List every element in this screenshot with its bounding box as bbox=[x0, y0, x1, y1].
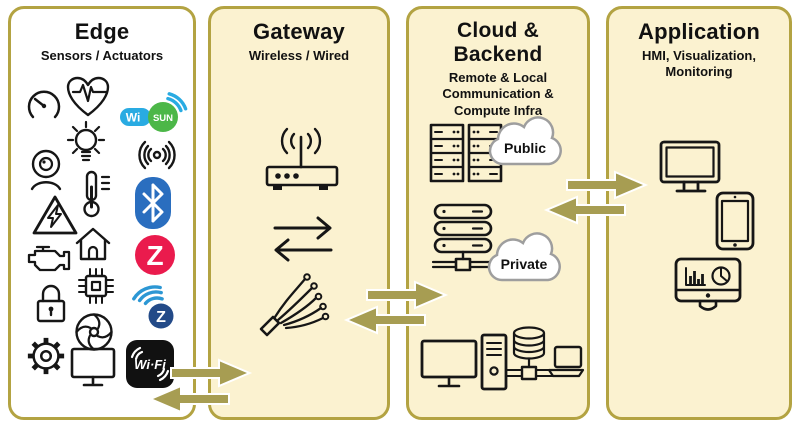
arrow-gateway-to-edge bbox=[147, 384, 230, 414]
application-subtitle: HMI, Visualization, Monitoring bbox=[642, 48, 756, 80]
gear-icon bbox=[25, 335, 67, 377]
public-cloud: Public bbox=[479, 113, 571, 177]
wireless-signal-icon bbox=[131, 137, 183, 173]
zwave-logo: Z bbox=[127, 285, 179, 333]
private-cloud: Private bbox=[477, 229, 571, 293]
webcam-icon bbox=[23, 145, 69, 193]
cloud-title: Cloud & Backend bbox=[453, 19, 543, 66]
edge-title: Edge bbox=[74, 19, 130, 44]
gauge-icon bbox=[25, 85, 63, 125]
wifi-text: Wi·Fi bbox=[134, 357, 166, 372]
arrow-gateway-to-cloud bbox=[366, 280, 449, 310]
application-title: Application bbox=[638, 19, 760, 44]
cloud-subtitle: Remote & Local Communication & Compute I… bbox=[442, 70, 554, 118]
chip-icon bbox=[75, 265, 117, 307]
wisun-wi-text: Wi bbox=[126, 111, 141, 125]
edge-subtitle: Sensors / Actuators bbox=[40, 48, 164, 63]
zigbee-letter-text: Z bbox=[146, 240, 163, 271]
public-cloud-label: Public bbox=[504, 140, 546, 156]
private-cloud-label: Private bbox=[501, 256, 548, 272]
router-icon bbox=[261, 125, 343, 195]
wisun-logo: Wi SUN bbox=[119, 89, 191, 135]
arrow-cloud-to-application bbox=[566, 170, 649, 200]
server-stack-icon bbox=[429, 201, 497, 281]
gateway-title: Gateway bbox=[253, 19, 345, 44]
column-edge: Edge Sensors / Actuators Wi SUN bbox=[8, 6, 196, 420]
bluetooth-logo bbox=[133, 175, 173, 231]
arrow-application-to-cloud bbox=[543, 195, 626, 225]
column-gateway: Gateway Wireless / Wired bbox=[208, 6, 390, 420]
bidirectional-arrows-icon bbox=[267, 213, 339, 265]
engine-icon bbox=[25, 241, 73, 279]
tablet-icon bbox=[713, 191, 757, 251]
electric-hazard-icon bbox=[31, 193, 79, 237]
column-application: Application HMI, Visualization, Monitori… bbox=[606, 6, 792, 420]
wisun-sun-text: SUN bbox=[153, 113, 173, 124]
zigbee-logo: Z bbox=[133, 233, 177, 277]
thermometer-icon bbox=[75, 169, 113, 219]
heart-pulse-icon bbox=[65, 75, 113, 119]
fiber-optic-icon bbox=[255, 267, 333, 341]
arrow-edge-to-gateway bbox=[170, 358, 253, 388]
lightbulb-icon bbox=[63, 119, 109, 169]
wifi-logo: Wi·Fi bbox=[125, 339, 175, 389]
gateway-subtitle: Wireless / Wired bbox=[248, 48, 350, 63]
display-icon bbox=[69, 345, 117, 391]
arrow-cloud-to-gateway bbox=[343, 305, 426, 335]
monitor-icon bbox=[659, 139, 723, 203]
zwave-letter-text: Z bbox=[156, 309, 166, 326]
lock-icon bbox=[31, 281, 71, 325]
local-network-icon bbox=[419, 325, 585, 399]
dashboard-monitor-icon bbox=[673, 255, 745, 323]
house-icon bbox=[73, 225, 113, 263]
